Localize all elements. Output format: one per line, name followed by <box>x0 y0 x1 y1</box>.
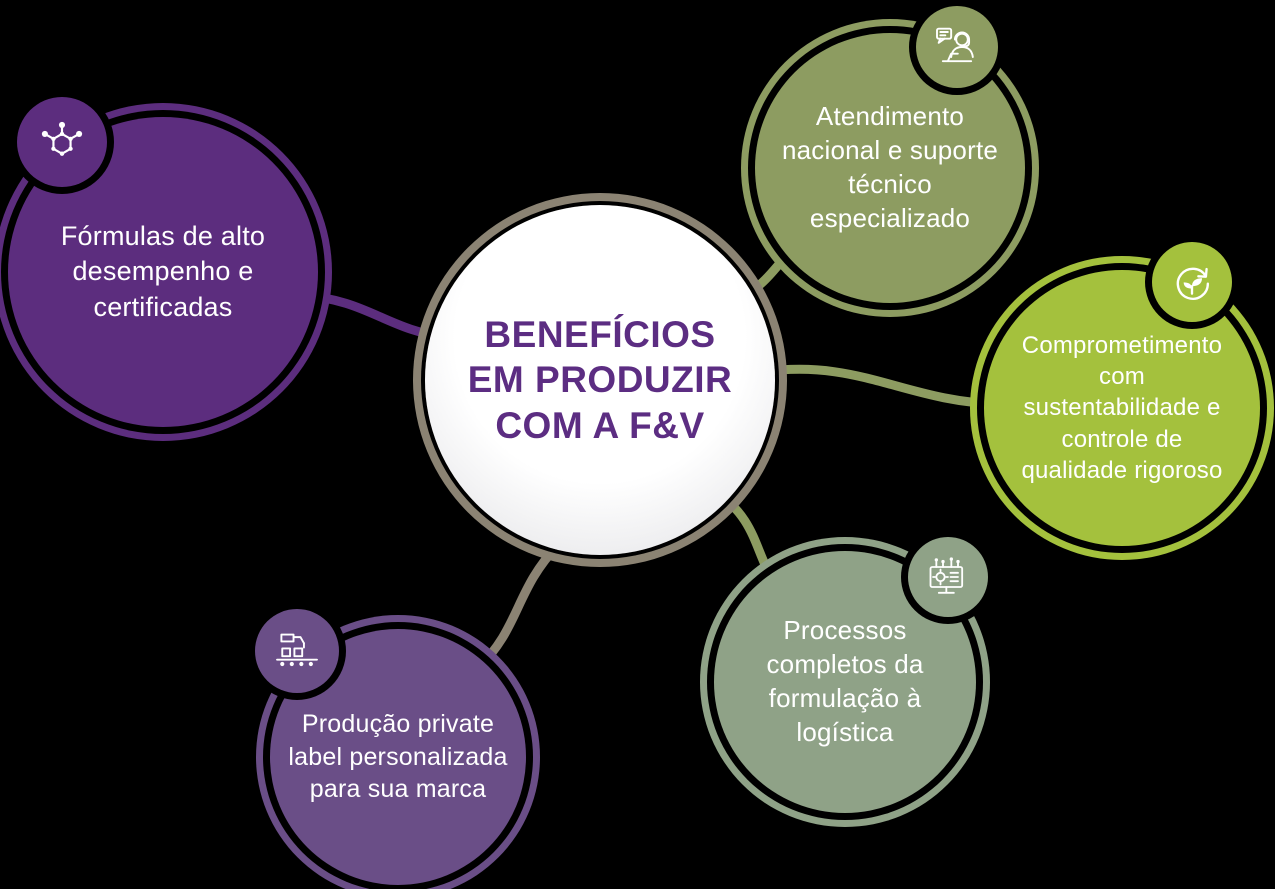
factory-icon <box>255 609 339 693</box>
customer-support-icon <box>916 6 998 88</box>
connector-sustentabilidade <box>757 364 1005 409</box>
connector-formulas <box>295 290 455 343</box>
sustainability-icon <box>1152 242 1232 322</box>
molecule-icon <box>17 97 107 187</box>
process-monitor-icon <box>908 537 988 617</box>
connector-producao <box>473 540 563 673</box>
